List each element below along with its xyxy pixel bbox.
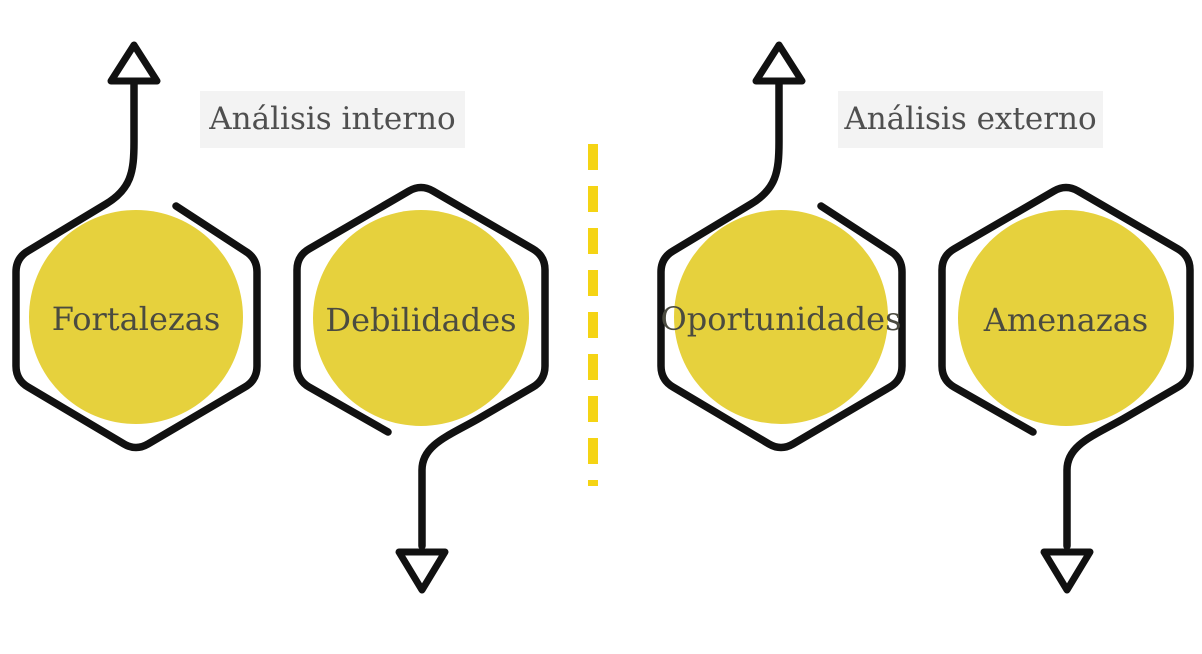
amenazas-circle — [958, 210, 1174, 426]
arrow-down-icon — [1040, 548, 1094, 594]
amenazas-hexagon-outline — [938, 183, 1194, 550]
oportunidades-hexagon-outline — [657, 75, 906, 452]
fortalezas-circle — [29, 210, 243, 424]
external-analysis-header: Análisis externo — [838, 91, 1103, 148]
arrow-up-icon — [107, 41, 161, 85]
oportunidades-circle — [674, 210, 888, 424]
amenazas-label: Amenazas — [983, 301, 1149, 339]
oportunidades-label: Oportunidades — [660, 300, 902, 338]
arrow-up-icon — [752, 41, 806, 85]
fortalezas-hexagon-outline — [12, 75, 261, 452]
debilidades-circle — [313, 210, 529, 426]
fortalezas-label: Fortalezas — [51, 300, 221, 338]
debilidades-label: Debilidades — [325, 301, 517, 339]
internal-analysis-header: Análisis interno — [200, 91, 465, 148]
arrow-down-icon — [395, 548, 449, 594]
debilidades-hexagon-outline — [293, 183, 549, 550]
